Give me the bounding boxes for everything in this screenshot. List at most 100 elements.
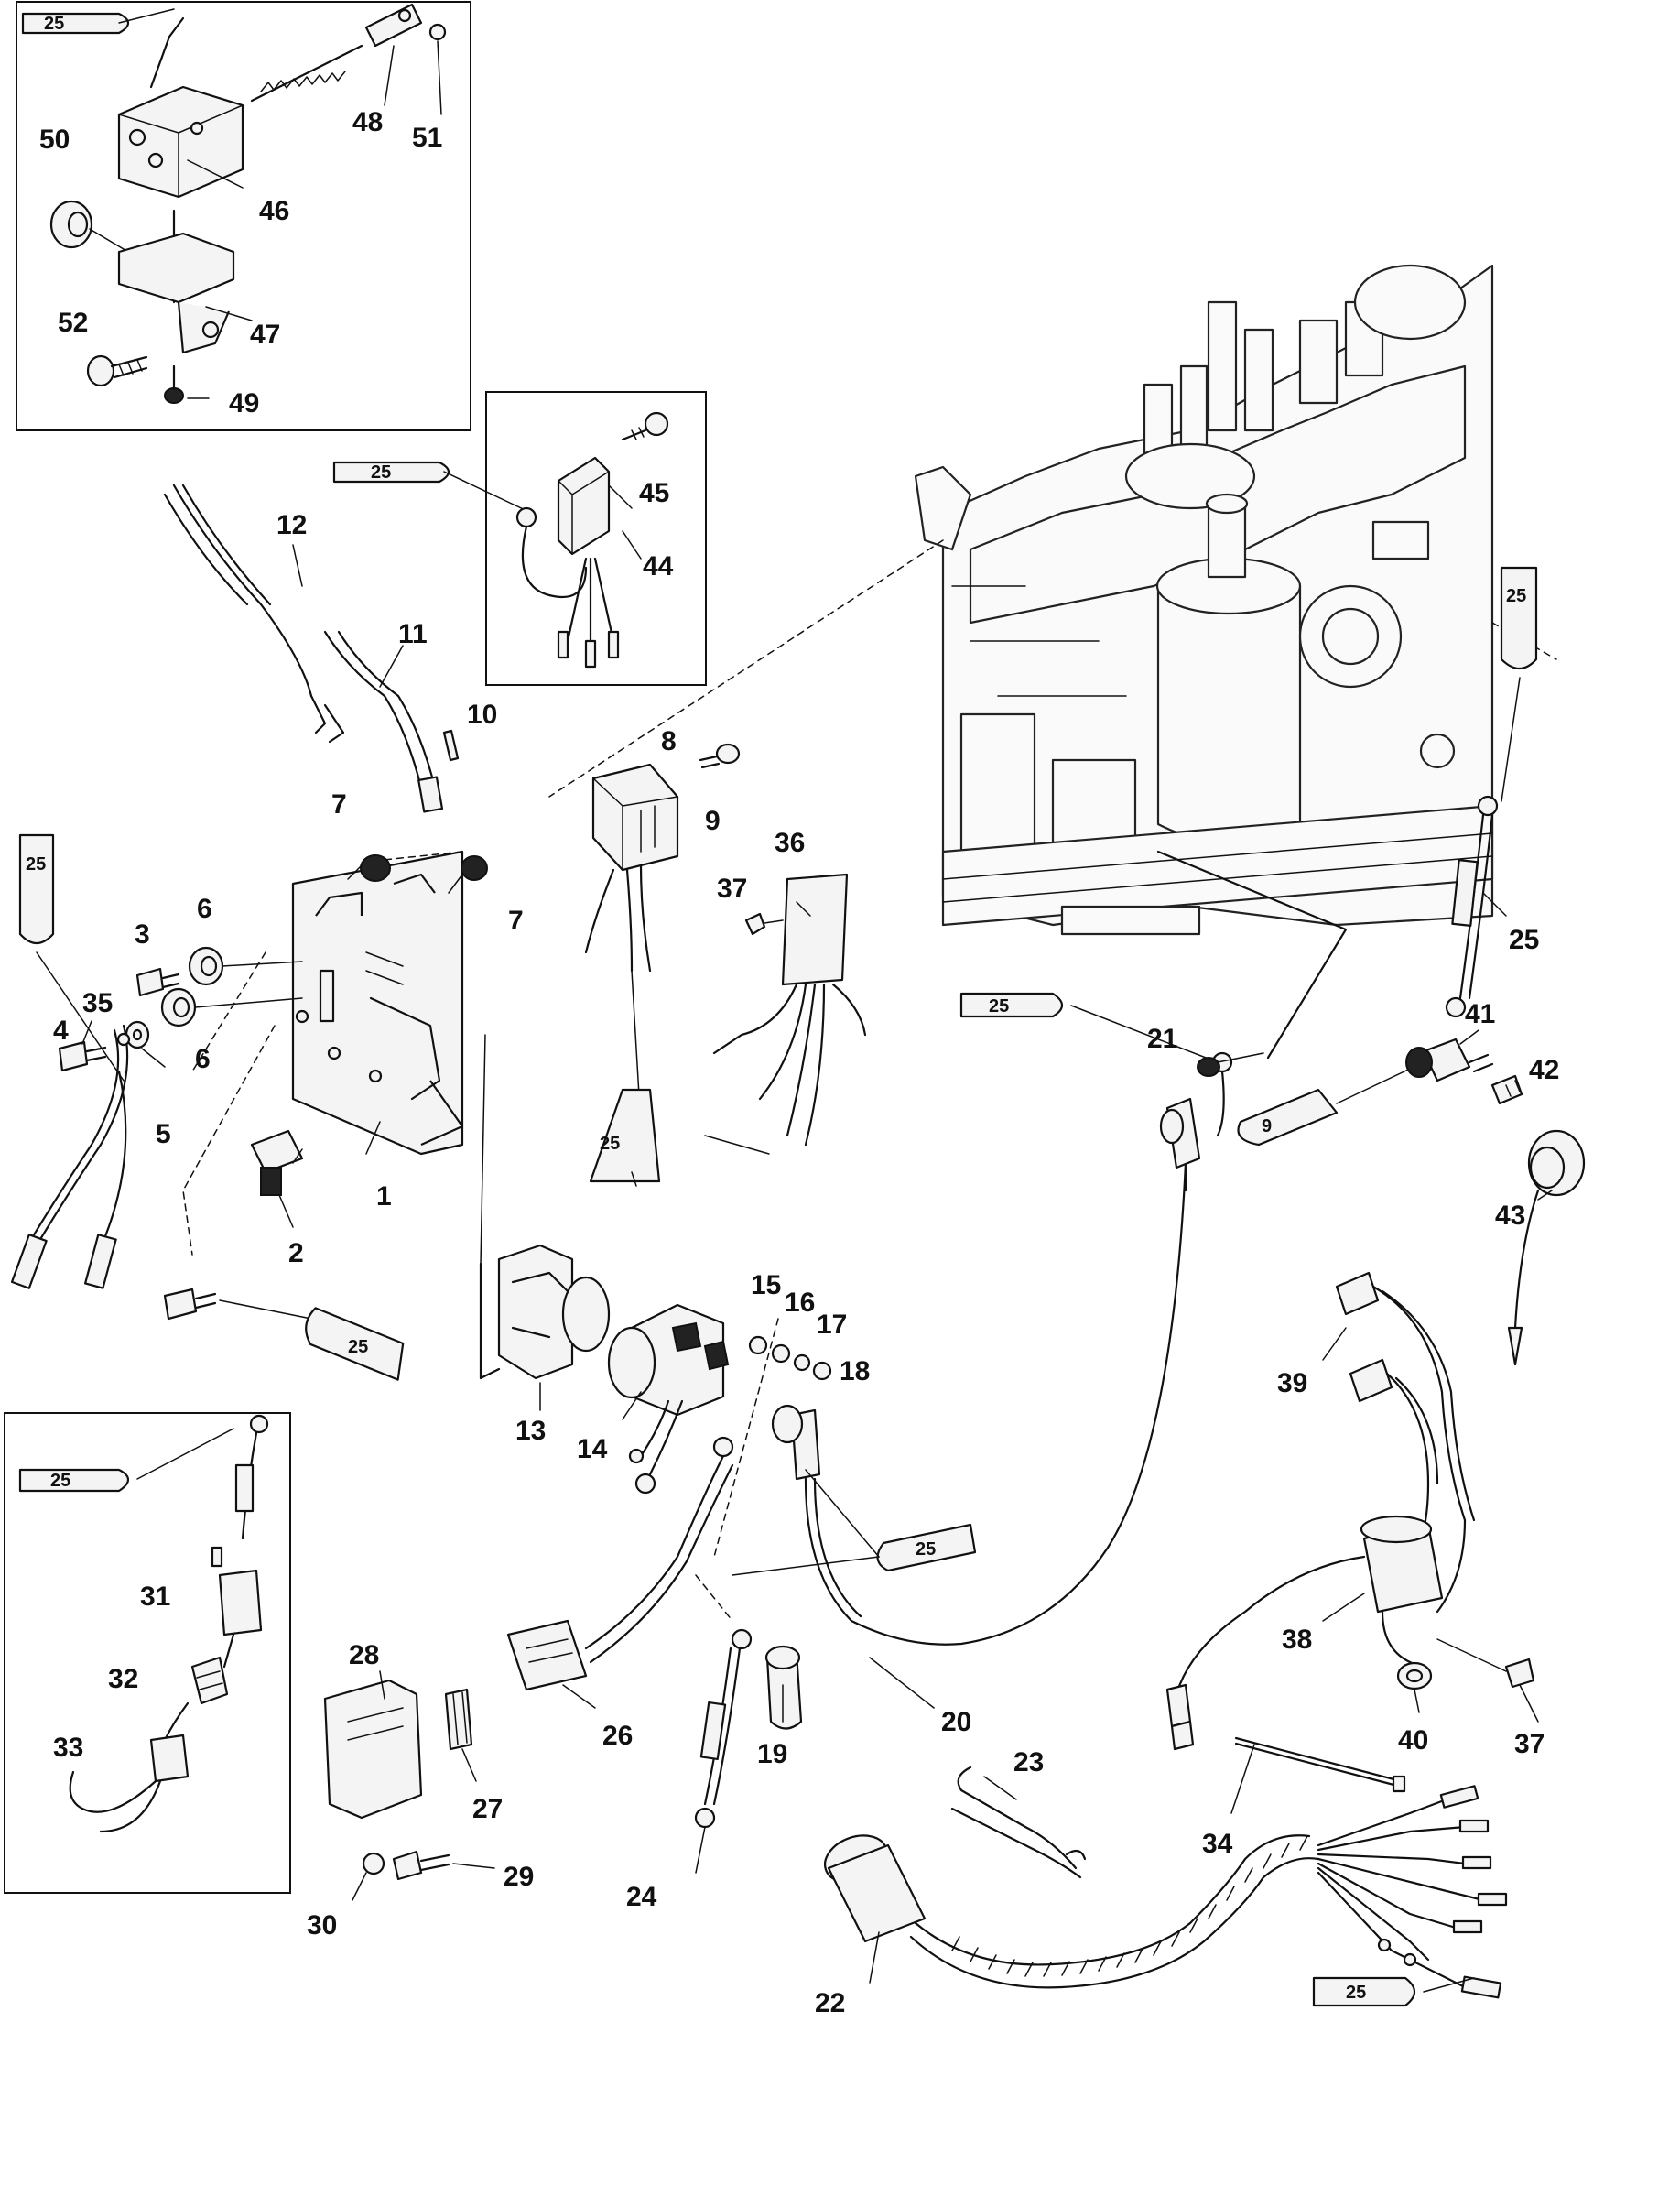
callout-34: 34 [1202,1829,1233,1859]
nut-16 [771,1343,791,1364]
callout-16: 16 [785,1288,815,1318]
svg-text:25: 25 [44,14,64,34]
callout-50: 50 [39,125,70,155]
grommet-7b [448,855,488,894]
grommet-7a [347,854,391,882]
svg-text:25: 25 [26,854,46,875]
spring-46 [250,44,363,103]
dashed-leaders [182,539,1557,1622]
solenoid-bracket-13 [479,1034,611,1380]
svg-text:25: 25 [1346,1983,1366,2003]
screw-bottom-left [163,1288,312,1321]
callout-4: 4 [53,1016,69,1046]
inset-box-top-middle [485,391,707,686]
svg-text:25: 25 [50,1471,70,1491]
tube-25-inset-middle: 25 [332,461,532,514]
grommet-6a [188,946,303,986]
callout-47: 47 [250,320,280,350]
harness-22 [824,1785,1508,1999]
nut-18 [812,1361,832,1381]
svg-text:25: 25 [600,1134,620,1154]
solenoid-14 [607,1303,730,1495]
callout-7a: 7 [331,789,347,820]
screw-4 [58,1040,107,1072]
grommet-40 [1396,1661,1433,1690]
washer-5 [125,1020,150,1049]
callout-32: 32 [108,1664,138,1694]
callout-20: 20 [941,1707,971,1737]
callout-22: 22 [815,1988,845,2018]
callout-31: 31 [140,1582,170,1612]
callout-28: 28 [349,1640,379,1670]
tube-9: 9 [1237,1061,1425,1147]
bracket-1 [291,850,464,1156]
callout-40: 40 [1398,1725,1428,1756]
module-36 [704,873,867,1155]
wire-31-33 [69,1414,269,1833]
callout-2: 2 [288,1238,304,1268]
switch-2 [250,1129,304,1196]
callout-23: 23 [1013,1747,1044,1777]
tube-25-21: 25 [959,992,1219,1063]
callout-leaders [81,40,1553,1984]
screw-49 [164,364,210,404]
callout-3: 3 [135,919,150,950]
tube-25-left: 25 [18,833,125,1082]
callout-9: 9 [705,806,721,836]
svg-text:25: 25 [916,1539,936,1560]
callout-8: 8 [661,726,677,756]
boot-19 [764,1645,803,1730]
tie-34 [1234,1736,1406,1793]
wire-21 [1156,850,1348,1192]
inset-box-top-left [16,1,471,431]
callout-13: 13 [515,1416,546,1446]
rectifier-8 [584,763,679,1127]
callout-21: 21 [1147,1024,1177,1054]
grommet-50 [49,200,129,253]
callout-51: 51 [412,123,442,153]
rectifier-44 [515,456,620,669]
screw-42 [1490,1074,1523,1105]
callout-33: 33 [53,1733,83,1763]
cable-25 [1445,795,1499,1018]
screw-29 [392,1850,495,1881]
cover-28 [323,1679,423,1820]
tube-25-inset-top: 25 [21,8,175,35]
screw-45 [621,411,669,441]
lockwasher-17 [793,1353,811,1372]
callout-14: 14 [577,1434,608,1464]
cable-24 [694,1628,753,1829]
svg-text:25: 25 [1506,586,1526,606]
cable-20 [771,1161,1187,1646]
washer-15 [748,1335,768,1355]
callout-36: 36 [775,828,805,858]
cap-43 [1507,1129,1586,1366]
screw-3 [135,967,180,997]
callout-37a: 37 [717,874,747,904]
tube-25-20: 25 [732,1469,977,1576]
screw-37b [1436,1638,1535,1689]
washer-30 [362,1852,385,1875]
sender-41 [1405,1038,1494,1082]
tube-25-lower: 25 [305,1307,405,1381]
clip-48 [364,3,423,48]
clip-23 [950,1766,1087,1879]
svg-text:25: 25 [371,462,391,483]
callout-26: 26 [602,1721,633,1751]
callout-52: 52 [58,308,88,338]
fuse-27 [444,1688,473,1751]
svg-text:25: 25 [989,996,1009,1016]
wire-12 [163,484,345,744]
callout-37b: 37 [1514,1729,1545,1759]
callout-19: 19 [757,1739,787,1769]
callout-49: 49 [229,388,259,419]
callout-43: 43 [1495,1201,1525,1231]
callout-25: 25 [1509,925,1539,955]
engine-block [914,264,1494,936]
coil-38 [1165,1515,1444,1751]
grommet-6b [160,987,303,1027]
tube-25-inset-bottom: 25 [18,1428,234,1493]
callout-38: 38 [1282,1625,1312,1655]
harness-26 [506,1436,734,1691]
screw-52 [86,354,148,387]
